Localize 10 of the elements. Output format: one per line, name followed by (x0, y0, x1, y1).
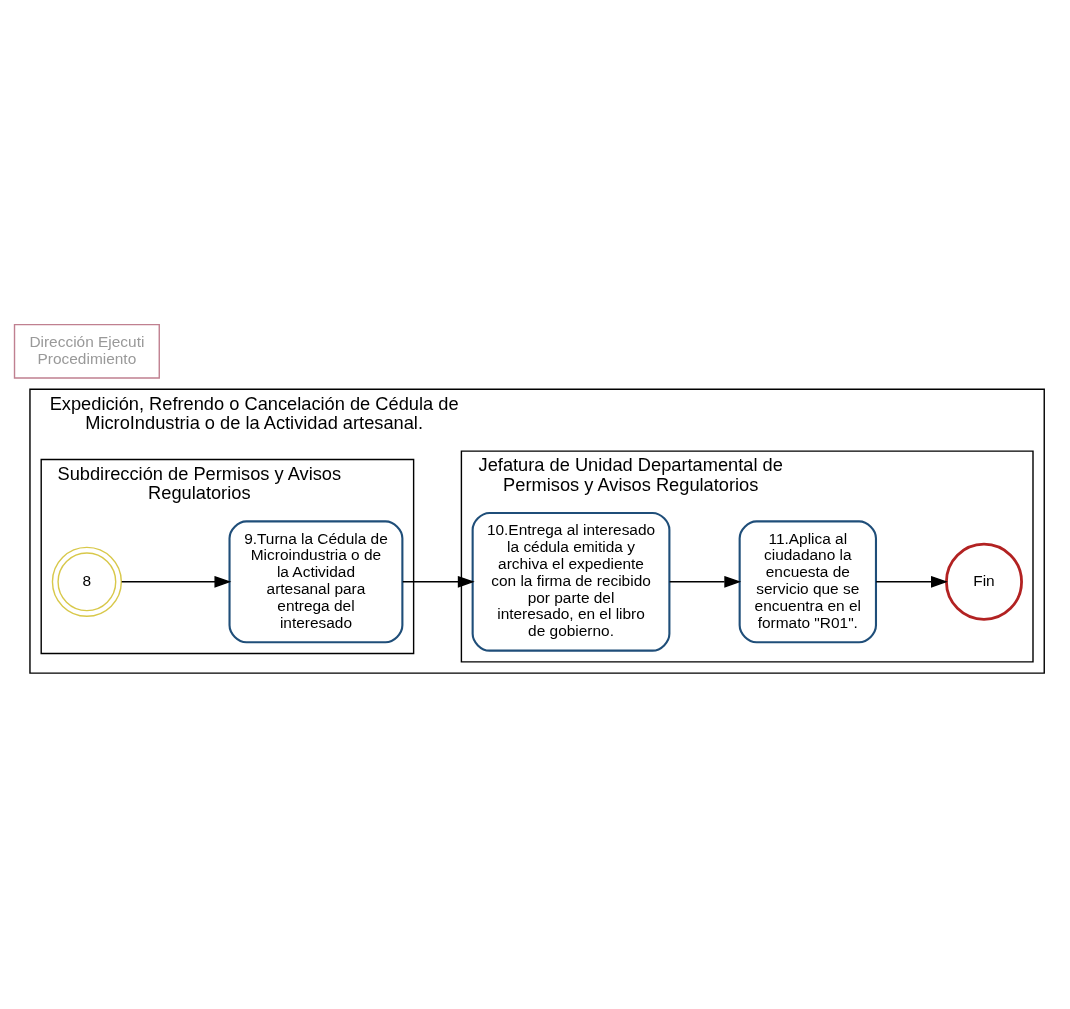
node-box: 10.Entrega al interesado la cédula emitida y archiva el expediente con la firma de recibido por parte del interesado, en el libro de gobierno. (471, 511, 671, 652)
arrow (668, 575, 742, 588)
node-circle: 8 (51, 546, 123, 617)
node-box: Dirección Ejecuti Procedimiento (13, 323, 160, 379)
arrow (121, 575, 232, 588)
node-box: 11.Aplica al ciudadano la encuesta de servicio que se encuentra en el formato "R01". (738, 520, 878, 644)
arrow (402, 575, 475, 588)
arrow (875, 575, 948, 588)
node-box: 9.Turna la Cédula de Microindustria o de la Actividad artesanal para entrega del interesado (228, 520, 404, 644)
node-circle: Fin (945, 542, 1023, 621)
